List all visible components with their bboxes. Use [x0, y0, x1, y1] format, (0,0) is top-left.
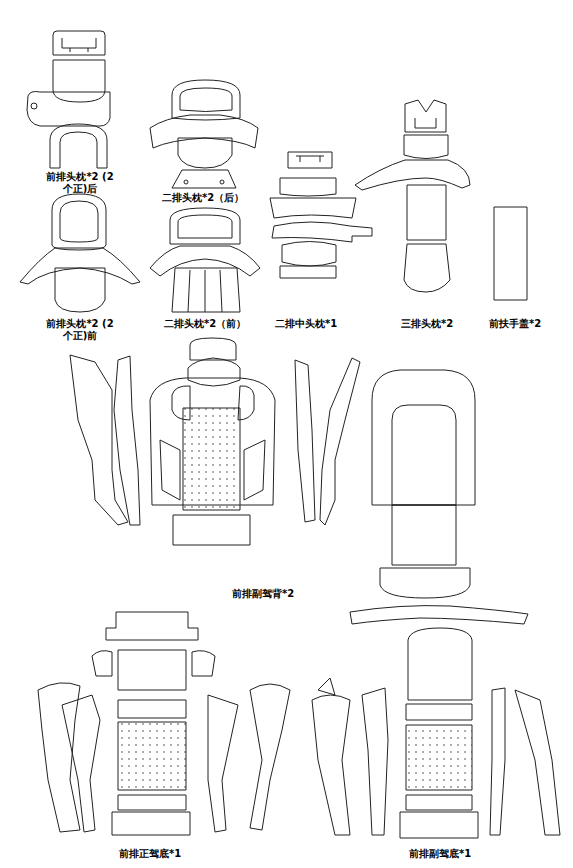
part-label: 二排头枕*2（前） [164, 318, 246, 330]
part-label: 前排正驾底*1 [119, 848, 181, 860]
part-label: 前排头枕*2 (2个正)后 [45, 171, 115, 194]
part-label: 前排副驾背*2 [232, 588, 294, 600]
part-label: 二排中头枕*1 [275, 318, 337, 330]
part-label: 前排副驾底*1 [409, 848, 471, 860]
part-label: 前排头枕*2 (2个正)前 [45, 318, 115, 341]
part-label: 二排头枕*2（后） [162, 192, 244, 204]
part-label: 三排头枕*2 [401, 318, 453, 330]
part-label: 前扶手盖*2 [489, 318, 541, 330]
